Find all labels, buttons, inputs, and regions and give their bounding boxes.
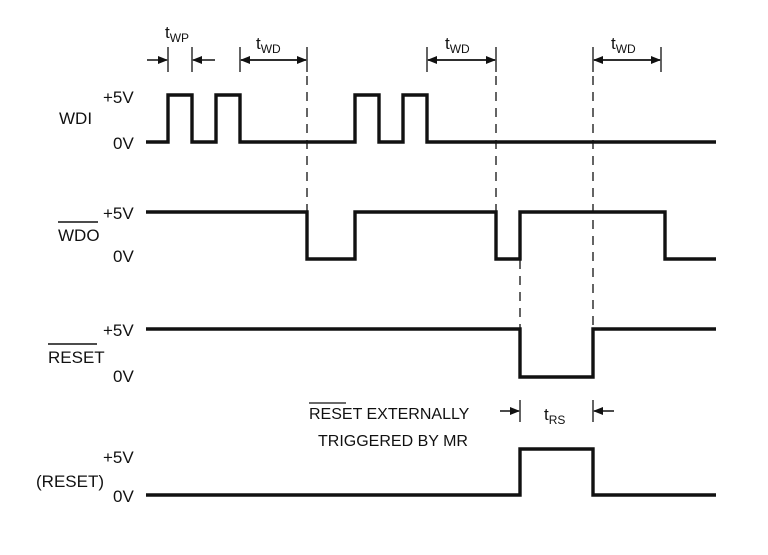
twd-label-3: t: [611, 34, 616, 53]
reset-bar-name: RESET: [48, 348, 105, 367]
wdo-waveform: [146, 210, 716, 261]
twd-subscript-2: WD: [450, 42, 470, 56]
svg-text:tRS: tRS: [544, 405, 565, 427]
wdi-high-level: +5V: [103, 88, 134, 107]
wdo-low-level: 0V: [113, 247, 134, 266]
wdo-row: WDO +5V 0V: [58, 204, 716, 266]
note-line-2: TRIGGERED BY MR: [318, 433, 468, 450]
wdo-name: WDO: [58, 226, 100, 245]
reset-bar-row: RESET +5V 0V: [48, 321, 716, 386]
twd-label-1: t: [256, 34, 261, 53]
reset-name: (RESET): [36, 472, 104, 491]
reset-low-level: 0V: [113, 487, 134, 506]
wdi-name: WDI: [59, 109, 92, 128]
twd-dimension-2: tWD: [426, 34, 497, 72]
twd-label-2: t: [445, 34, 450, 53]
twd-subscript-1: WD: [261, 42, 281, 56]
trs-label: t: [544, 405, 549, 424]
twp-dimension: tWP: [147, 23, 215, 72]
reset-bar-waveform: [146, 327, 716, 379]
external-reset-note: RESET EXTERNALLY TRIGGERED BY MR: [309, 402, 470, 450]
wdi-waveform: [146, 93, 716, 144]
wdi-low-level: 0V: [113, 134, 134, 153]
trs-dimension: tRS: [500, 400, 614, 427]
twd-dimension-1: tWD: [239, 34, 308, 72]
reset-bar-low-level: 0V: [113, 367, 134, 386]
twd-subscript-3: WD: [616, 42, 636, 56]
twp-subscript: WP: [170, 31, 189, 45]
reset-bar-high-level: +5V: [103, 321, 134, 340]
svg-text:tWD: tWD: [611, 34, 636, 56]
twp-label: t: [165, 23, 170, 42]
note-line-1: RESET EXTERNALLY: [309, 406, 470, 423]
svg-text:tWD: tWD: [445, 34, 470, 56]
reset-row: (RESET) +5V 0V: [36, 447, 716, 506]
reset-high-level: +5V: [103, 448, 134, 467]
wdo-high-level: +5V: [103, 204, 134, 223]
twd-dimension-3: tWD: [592, 34, 662, 72]
wdi-row: WDI +5V 0V: [59, 88, 716, 153]
trs-subscript: RS: [549, 413, 566, 427]
svg-text:tWP: tWP: [165, 23, 189, 45]
svg-text:tWD: tWD: [256, 34, 281, 56]
reset-waveform: [146, 447, 716, 497]
